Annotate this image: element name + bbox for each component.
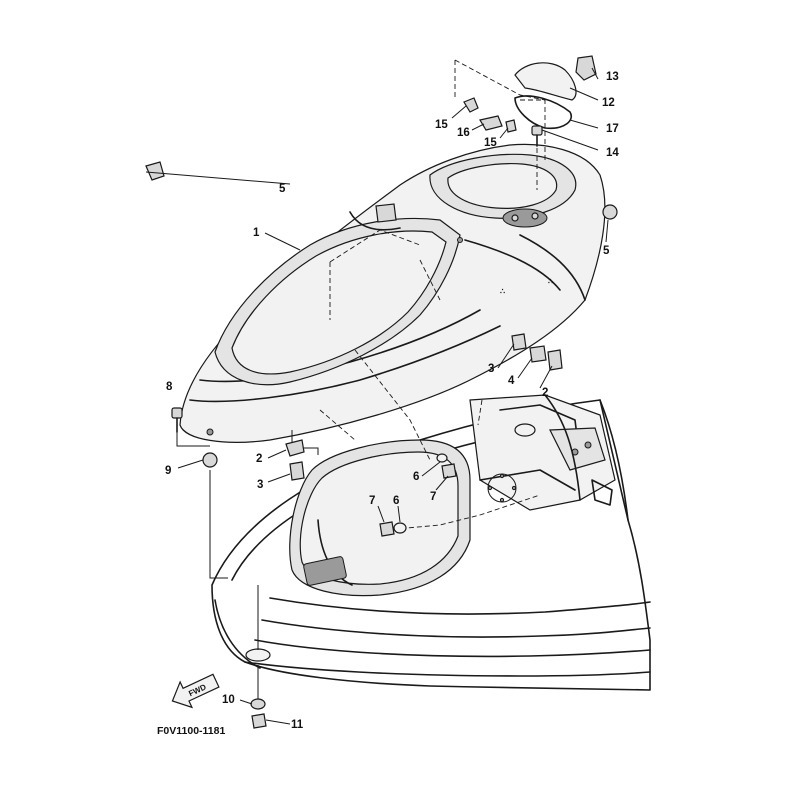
callout-16: 16 (457, 127, 470, 139)
bolt-part-8 (171, 407, 183, 419)
callout-6-center: 6 (413, 471, 419, 483)
cover-part-12 (514, 62, 577, 101)
callout-14: 14 (606, 147, 619, 159)
svg-text:∴: ∴ (548, 277, 553, 286)
drawing-code: F0V1100-1181 (157, 725, 225, 737)
callout-11: 11 (291, 719, 304, 731)
callout-5-right: 5 (603, 245, 610, 257)
callout-17: 17 (606, 123, 619, 135)
deck-hull (211, 394, 651, 691)
callout-4: 4 (508, 375, 515, 387)
washer-part-6-center (436, 453, 448, 463)
hardware-parts (145, 55, 618, 729)
callout-3-upper: 3 (488, 363, 494, 375)
screw-part-15b (505, 119, 517, 133)
callout-10: 10 (222, 694, 235, 706)
nut-part-11 (251, 713, 267, 729)
clip-part-13 (575, 55, 597, 81)
leader-lines (145, 67, 609, 725)
callout-2-right: 2 (542, 387, 548, 399)
callout-3-lower: 3 (257, 479, 263, 491)
screw-part-15 (463, 97, 479, 113)
fastener-part-5-left (145, 161, 165, 181)
assembly-lines (176, 59, 546, 700)
grommet-part-10 (250, 698, 266, 710)
bow-eye-icon (245, 648, 271, 662)
grommet-part-9 (202, 452, 218, 468)
callout-6-lower: 6 (393, 495, 399, 507)
callout-labels: 1 2 2 3 3 4 5 5 6 6 7 7 8 9 10 11 12 13 … (165, 71, 619, 731)
callout-8: 8 (166, 381, 173, 393)
latch-part-16 (479, 115, 503, 131)
callout-15-right: 15 (484, 137, 497, 149)
callout-2-left: 2 (256, 453, 262, 465)
callout-1: 1 (253, 227, 260, 239)
callout-15-left: 15 (435, 119, 448, 131)
nut-part-7-center (441, 463, 457, 479)
washer-part-6-lower (393, 522, 407, 534)
callout-12: 12 (602, 97, 615, 109)
callout-7-center: 7 (430, 491, 436, 503)
bracket-part-2-lower (285, 439, 305, 457)
callout-9: 9 (165, 465, 171, 477)
fastener-part-5-right (602, 204, 618, 220)
bracket-part-2-upper (547, 349, 563, 371)
callout-13: 13 (606, 71, 619, 83)
bolt-part-3-lower (289, 461, 305, 481)
seal-part-17 (514, 95, 572, 130)
svg-text:∴: ∴ (500, 287, 505, 296)
callout-7-lower: 7 (369, 495, 375, 507)
callout-5-left: 5 (279, 183, 286, 195)
bolt-part-14 (531, 125, 543, 136)
bolt-part-4 (529, 345, 547, 363)
nut-part-7-lower (379, 521, 395, 537)
bolt-part-3-upper (511, 333, 527, 351)
hood-cowling: ∴ ∴ (179, 143, 606, 443)
fwd-arrow-icon: FWD (171, 673, 220, 709)
